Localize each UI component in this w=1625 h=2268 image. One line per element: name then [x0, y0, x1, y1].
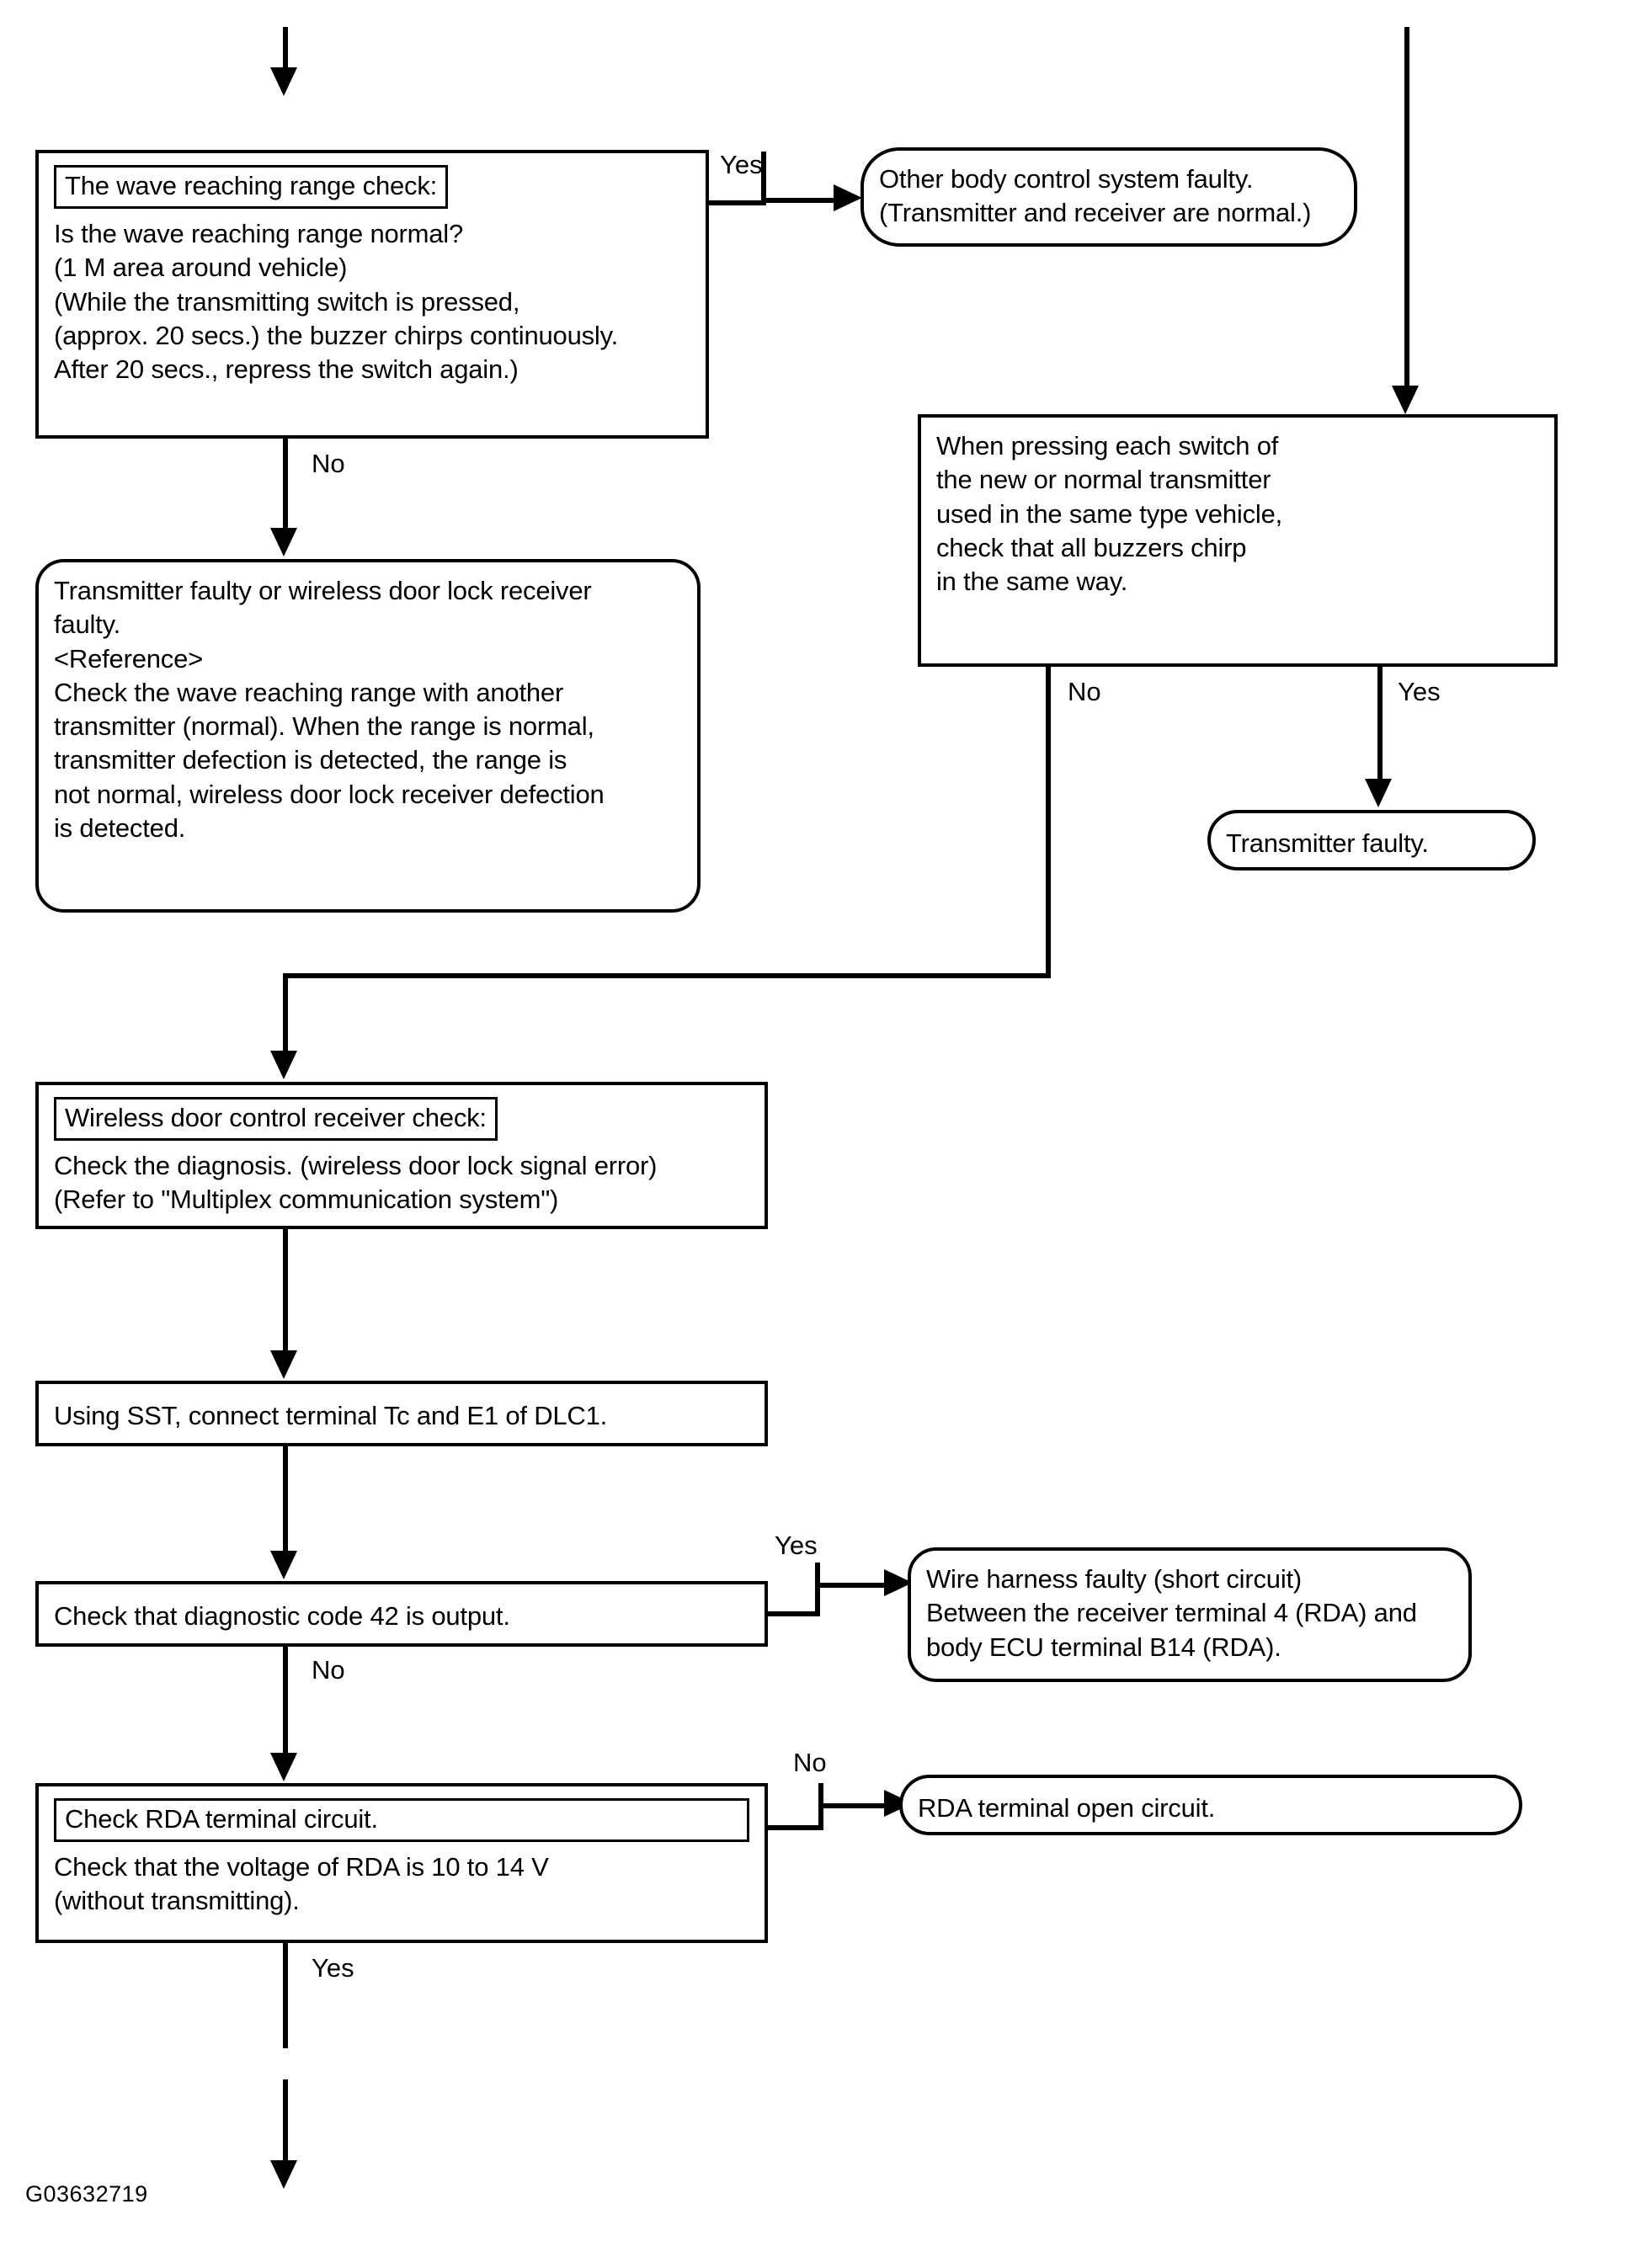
node-transmitter-or-receiver-faulty-line-5: transmitter (normal). When the range is …: [54, 711, 594, 742]
connector-wave-yes-line: [761, 198, 837, 203]
node-transmitter-or-receiver-faulty-line-2: faulty.: [54, 610, 121, 640]
node-wireless-door-control-receiver-check-line-1: Check the diagnosis. (wireless door lock…: [54, 1151, 658, 1181]
node-transmitter-or-receiver-faulty-line-3: <Reference>: [54, 643, 204, 673]
node-wave-reaching-range-check[interactable]: The wave reaching range check: Is the wa…: [35, 150, 709, 439]
node-transmitter-or-receiver-faulty[interactable]: Transmitter faulty or wireless door lock…: [35, 559, 701, 913]
node-press-each-switch-line-4: check that all buzzers chirp: [936, 532, 1247, 562]
node-using-sst-connect-line-1: Using SST, connect terminal Tc and E1 of…: [54, 1401, 608, 1430]
connector-switch-yes-line: [1377, 667, 1383, 785]
connector-bottom-exit-line: [283, 2079, 288, 2164]
node-check-rda-terminal-circuit-line-2: (without transmitting).: [54, 1886, 300, 1916]
node-other-body-control-faulty-line-2: (Transmitter and receiver are normal.): [879, 198, 1312, 228]
connector-wave-yes-arrow: [834, 184, 862, 211]
connector-code42-yes-stub: [768, 1611, 820, 1616]
connector-rda-no-stub: [768, 1825, 823, 1830]
branch-label-rda-no: No: [793, 1748, 827, 1777]
connector-merge-bus: [283, 973, 1051, 978]
connector-merge-drop: [283, 973, 288, 1054]
connector-switch-no-line: [1046, 667, 1051, 978]
node-wave-reaching-range-check-line-5: After 20 secs., repress the switch again…: [54, 354, 519, 385]
node-other-body-control-faulty-line-1: Other body control system faulty.: [879, 164, 1254, 194]
node-wire-harness-faulty-line-1: Wire harness faulty (short circuit): [926, 1564, 1303, 1594]
node-wave-reaching-range-check-title: The wave reaching range check:: [54, 165, 449, 210]
node-check-diagnostic-code-42-line-1: Check that diagnostic code 42 is output.: [54, 1601, 510, 1631]
node-wave-reaching-range-check-line-1: Is the wave reaching range normal?: [54, 219, 464, 249]
connector-rda-no-line: [818, 1803, 887, 1808]
connector-receiver-to-sst-line: [283, 1229, 288, 1354]
connector-wave-yes-stub: [709, 200, 766, 205]
connector-code42-no-line: [283, 1647, 288, 1756]
branch-label-switch-no: No: [1068, 677, 1101, 706]
connector-switch-yes-arrow: [1365, 779, 1392, 807]
node-wireless-door-control-receiver-check-title: Wireless door control receiver check:: [54, 1097, 498, 1142]
node-other-body-control-faulty[interactable]: Other body control system faulty. (Trans…: [860, 147, 1357, 247]
node-rda-terminal-open-circuit-line-1: RDA terminal open circuit.: [918, 1793, 1216, 1823]
node-wave-reaching-range-check-line-4: (approx. 20 secs.) the buzzer chirps con…: [54, 320, 619, 350]
node-rda-terminal-open-circuit[interactable]: RDA terminal open circuit.: [899, 1775, 1522, 1835]
branch-label-code42-no: No: [312, 1655, 345, 1685]
connector-receiver-to-sst-arrow: [270, 1350, 297, 1379]
node-transmitter-faulty-line-1: Transmitter faulty.: [1226, 828, 1429, 858]
node-press-each-switch-line-3: used in the same type vehicle,: [936, 498, 1283, 529]
connector-right-feed-arrow: [1392, 386, 1419, 414]
branch-label-switch-yes: Yes: [1398, 677, 1441, 706]
node-transmitter-or-receiver-faulty-line-7: not normal, wireless door lock receiver …: [54, 779, 605, 809]
branch-label-rda-yes: Yes: [312, 1953, 354, 1983]
node-press-each-switch-line-1: When pressing each switch of: [936, 431, 1279, 461]
node-wire-harness-faulty[interactable]: Wire harness faulty (short circuit) Betw…: [908, 1547, 1472, 1682]
node-transmitter-or-receiver-faulty-line-4: Check the wave reaching range with anoth…: [54, 677, 564, 707]
connector-sst-to-code42-line: [283, 1446, 288, 1554]
node-wireless-door-control-receiver-check[interactable]: Wireless door control receiver check: Ch…: [35, 1082, 768, 1229]
connector-wave-no-line: [283, 439, 288, 531]
branch-label-code42-yes: Yes: [775, 1531, 818, 1560]
node-wire-harness-faulty-line-3: body ECU terminal B14 (RDA).: [926, 1632, 1281, 1662]
connector-right-feed-line: [1404, 27, 1409, 389]
connector-merge-arrow: [270, 1051, 297, 1079]
connector-wave-no-arrow: [270, 528, 297, 556]
node-transmitter-or-receiver-faulty-line-6: transmitter defection is detected, the r…: [54, 745, 567, 775]
branch-label-wave-yes: Yes: [720, 150, 763, 179]
node-wire-harness-faulty-line-2: Between the receiver terminal 4 (RDA) an…: [926, 1598, 1417, 1628]
connector-entry-line: [283, 27, 288, 71]
connector-bottom-exit-arrow: [270, 2160, 297, 2189]
node-transmitter-or-receiver-faulty-line-8: is detected.: [54, 813, 186, 844]
node-transmitter-or-receiver-faulty-line-1: Transmitter faulty or wireless door lock…: [54, 576, 592, 605]
node-wave-reaching-range-check-line-2: (1 M area around vehicle): [54, 253, 348, 283]
connector-code42-no-arrow: [270, 1753, 297, 1781]
node-check-diagnostic-code-42[interactable]: Check that diagnostic code 42 is output.: [35, 1581, 768, 1647]
node-check-rda-terminal-circuit[interactable]: Check RDA terminal circuit. Check that t…: [35, 1783, 768, 1943]
branch-label-wave-no: No: [312, 449, 345, 478]
node-transmitter-faulty[interactable]: Transmitter faulty.: [1207, 810, 1536, 870]
node-press-each-switch-line-5: in the same way.: [936, 567, 1128, 597]
figure-id-label: G03632719: [25, 2181, 148, 2207]
node-check-rda-terminal-circuit-title: Check RDA terminal circuit.: [54, 1798, 749, 1843]
connector-sst-to-code42-arrow: [270, 1551, 297, 1579]
node-check-rda-terminal-circuit-line-1: Check that the voltage of RDA is 10 to 1…: [54, 1852, 549, 1882]
connector-rda-yes-line: [283, 1943, 288, 2048]
node-press-each-switch[interactable]: When pressing each switch of the new or …: [918, 414, 1558, 667]
node-wireless-door-control-receiver-check-line-2: (Refer to "Multiplex communication syste…: [54, 1185, 559, 1215]
node-wave-reaching-range-check-line-3: (While the transmitting switch is presse…: [54, 286, 520, 317]
node-press-each-switch-line-2: the new or normal transmitter: [936, 465, 1271, 495]
connector-wave-yes-riser: [761, 152, 766, 200]
connector-code42-yes-line: [815, 1583, 887, 1588]
node-using-sst-connect[interactable]: Using SST, connect terminal Tc and E1 of…: [35, 1381, 768, 1446]
connector-entry-arrow: [270, 67, 297, 96]
